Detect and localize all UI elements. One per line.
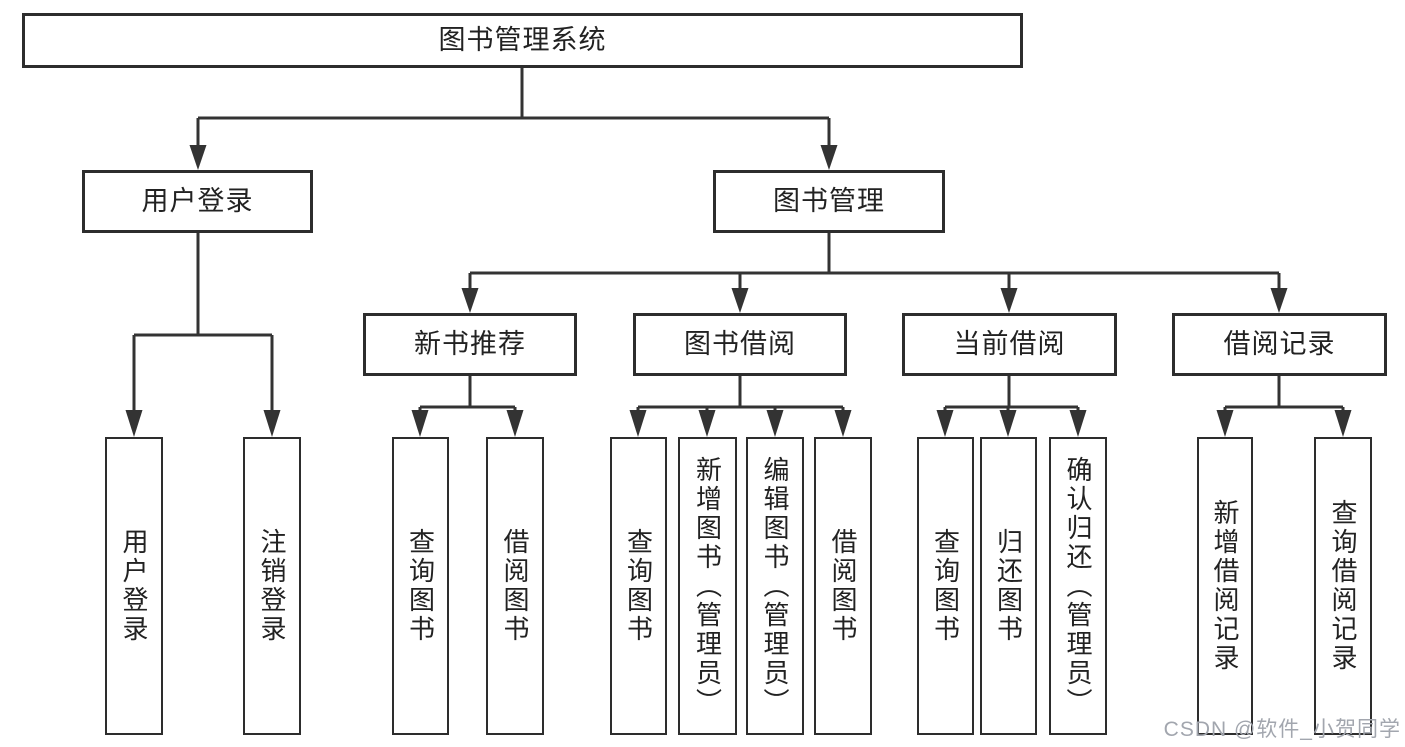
arrow-down-icon — [1069, 410, 1087, 437]
arrow-down-icon — [766, 410, 784, 437]
node-label: 图书管理系统 — [438, 25, 607, 55]
node-label: 归还图书 — [993, 528, 1024, 644]
node-label: 图书借阅 — [684, 329, 796, 359]
leaf-query-book-current: 查询图书 — [917, 437, 974, 735]
arrow-down-icon — [731, 288, 749, 313]
arrow-down-icon — [1270, 288, 1288, 313]
connector-user-login-children — [132, 233, 274, 412]
arrow-down-icon — [1000, 288, 1018, 313]
leaf-borrow-book-recommend: 借阅图书 — [486, 437, 544, 735]
leaf-query-book-recommend: 查询图书 — [392, 437, 449, 735]
node-label: 确认归还（管理员） — [1063, 455, 1093, 717]
node-label: 借阅图书 — [828, 528, 858, 644]
node-root-system: 图书管理系统 — [22, 13, 1023, 68]
leaf-borrow-book: 借阅图书 — [814, 437, 872, 735]
arrow-down-icon — [698, 410, 716, 437]
node-label: 用户登录 — [119, 528, 149, 644]
arrow-down-icon — [189, 145, 207, 170]
leaf-return-book: 归还图书 — [980, 437, 1037, 735]
node-label: 借阅图书 — [500, 528, 530, 644]
node-label: 查询借阅记录 — [1328, 499, 1358, 673]
connector-current-children — [943, 376, 1080, 412]
csdn-watermark: CSDN @软件_小贺同学 — [1163, 718, 1401, 741]
node-label: 查询图书 — [623, 528, 654, 644]
node-label: 用户登录 — [141, 186, 254, 216]
node-label: 新书推荐 — [414, 329, 526, 359]
node-label: 当前借阅 — [953, 329, 1066, 359]
arrow-down-icon — [263, 410, 281, 437]
arrow-down-icon — [1334, 410, 1352, 437]
node-borrow-records: 借阅记录 — [1172, 313, 1387, 376]
node-label: 借阅记录 — [1223, 329, 1336, 359]
connector-root-to-level2 — [196, 68, 831, 147]
connector-new-book-children — [418, 376, 517, 412]
arrow-down-icon — [125, 410, 143, 437]
node-label: 图书管理 — [773, 186, 885, 216]
arrow-down-icon — [936, 410, 954, 437]
node-book-management: 图书管理 — [713, 170, 945, 233]
leaf-confirm-return-admin: 确认归还（管理员） — [1049, 437, 1107, 735]
node-label: 新增图书（管理员） — [692, 455, 723, 717]
arrow-down-icon — [820, 145, 838, 170]
node-label: 新增借阅记录 — [1210, 499, 1240, 673]
node-book-borrowing: 图书借阅 — [633, 313, 847, 376]
leaf-edit-book-admin: 编辑图书（管理员） — [746, 437, 804, 735]
arrow-down-icon — [506, 410, 524, 437]
leaf-logout: 注销登录 — [243, 437, 301, 735]
arrow-down-icon — [834, 410, 852, 437]
node-user-login: 用户登录 — [82, 170, 313, 233]
leaf-add-borrow-record: 新增借阅记录 — [1197, 437, 1253, 735]
arrow-down-icon — [629, 410, 647, 437]
node-label: 注销登录 — [257, 528, 287, 644]
leaf-query-book-borrowing: 查询图书 — [610, 437, 667, 735]
leaf-user-login: 用户登录 — [105, 437, 163, 735]
node-current-borrowing: 当前借阅 — [902, 313, 1117, 376]
leaf-query-borrow-record: 查询借阅记录 — [1314, 437, 1372, 735]
connector-borrow-children — [636, 376, 845, 412]
arrow-down-icon — [1216, 410, 1234, 437]
node-label: 查询图书 — [405, 528, 436, 644]
arrow-down-icon — [999, 410, 1017, 437]
connector-book-mgmt-children — [468, 233, 1281, 290]
arrow-down-icon — [411, 410, 429, 437]
node-label: 查询图书 — [930, 528, 961, 644]
arrowhead-icons — [125, 145, 1352, 437]
node-label: 编辑图书（管理员） — [760, 455, 790, 717]
node-new-book-recommend: 新书推荐 — [363, 313, 577, 376]
leaf-add-book-admin: 新增图书（管理员） — [678, 437, 737, 735]
arrow-down-icon — [461, 288, 479, 313]
connector-records-children — [1223, 376, 1345, 412]
